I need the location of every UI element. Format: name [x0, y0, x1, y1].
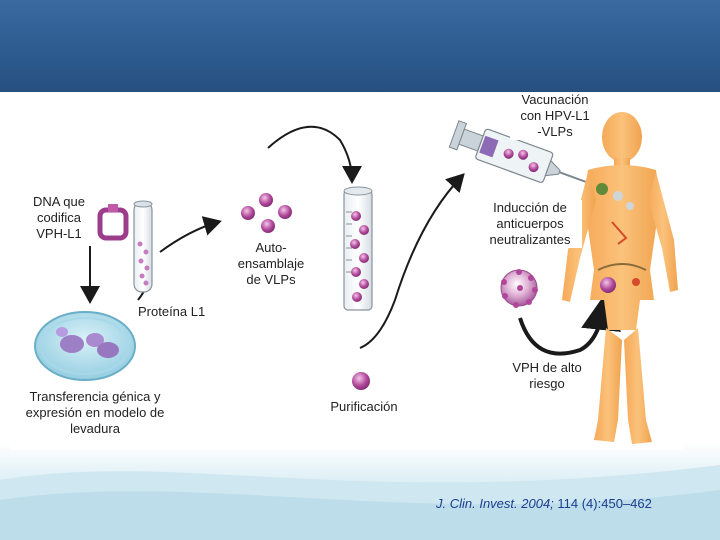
arrow-vlps-to-purification: [267, 125, 362, 184]
header-band: [0, 0, 720, 92]
label-vaccination: Vacunación con HPV-L1 -VLPs: [510, 92, 600, 140]
purified-vlp-icon: [352, 372, 370, 390]
plasmid-icon: [97, 204, 129, 241]
petri-dish-icon: [34, 311, 136, 381]
syringe-icon: [448, 120, 602, 189]
label-high-risk: VPH de alto riesgo: [498, 360, 596, 392]
label-purification: Purificación: [323, 399, 405, 415]
label-self-assembly: Auto- ensamblaje de VLPs: [226, 240, 316, 288]
arrow-virus-to-body: [518, 294, 621, 356]
human-body-icon: [562, 112, 678, 444]
citation-journal: J. Clin. Invest. 2004;: [436, 496, 554, 511]
arrow-purification-to-vaccine: [359, 173, 465, 349]
arrow-tube-to-vlps: [159, 216, 222, 253]
label-antibodies: Inducción de anticuerpos neutralizantes: [478, 200, 582, 248]
culture-tube-icon: [133, 200, 153, 293]
purification-column-icon: [343, 186, 373, 311]
decorative-wave: [0, 465, 720, 540]
citation: J. Clin. Invest. 2004; 114 (4):450–462: [436, 496, 652, 511]
lymph-organs-icon: [596, 183, 647, 293]
hpv-virus-icon: [500, 269, 538, 308]
label-protein: Proteína L1: [138, 304, 218, 320]
citation-ref: 114 (4):450–462: [553, 496, 652, 511]
vlp-cluster: [241, 193, 292, 233]
label-dna: DNA que codifica VPH-L1: [22, 194, 96, 242]
label-transfer: Transferencia génica y expresión en mode…: [10, 389, 180, 437]
